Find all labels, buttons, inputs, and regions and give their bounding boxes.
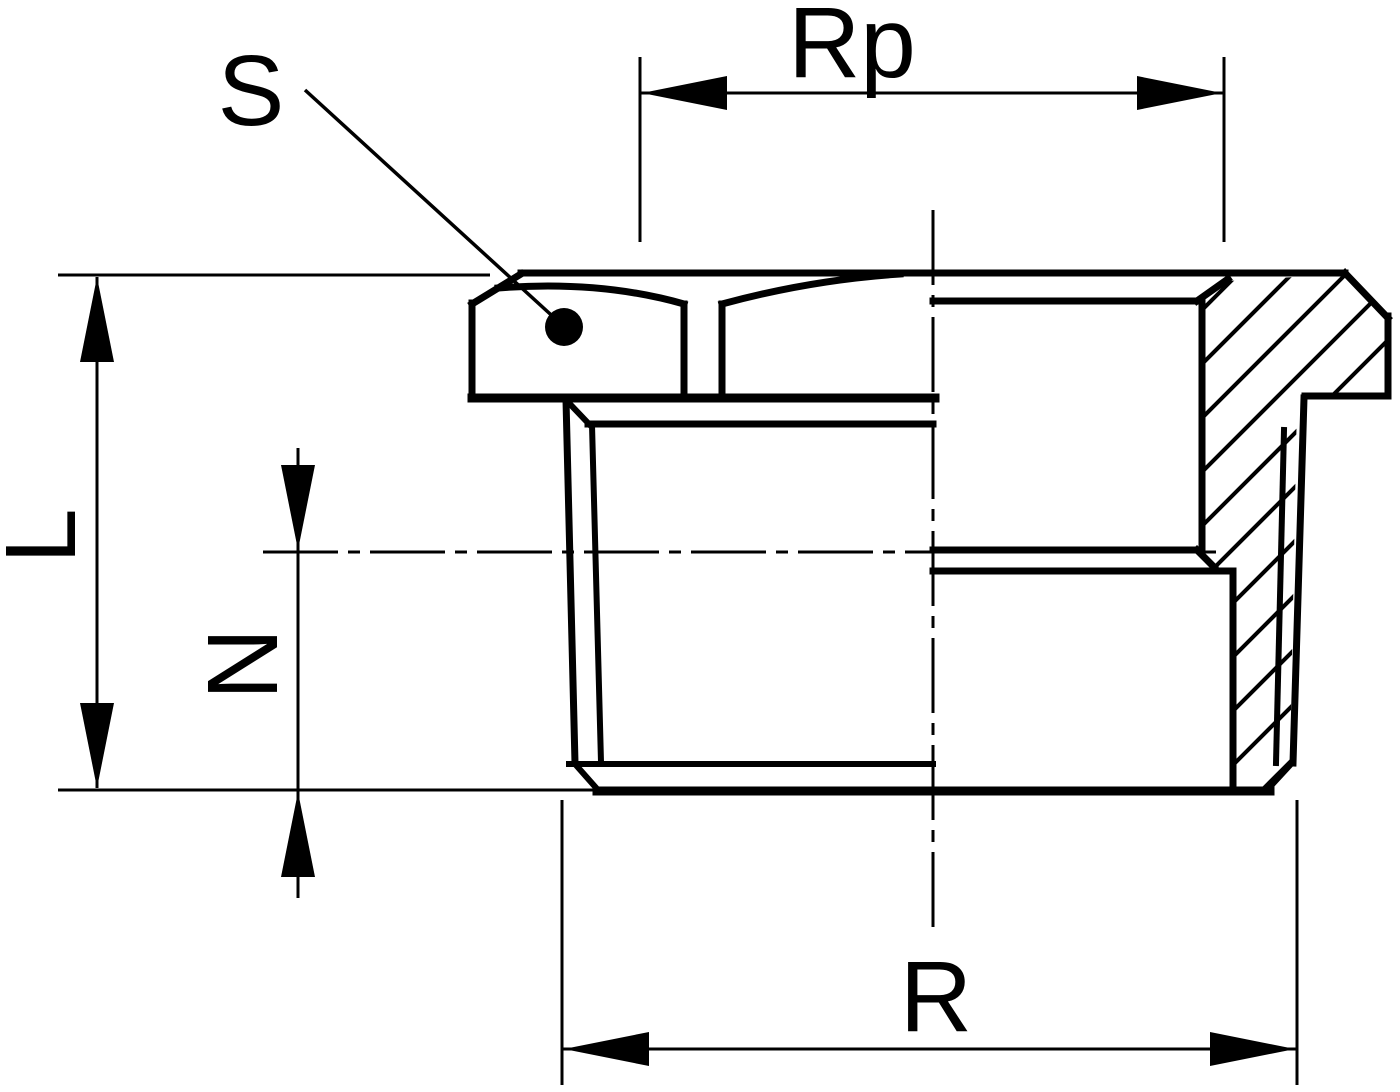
bore-step-chamfer [1192, 545, 1219, 572]
r-arrow-left [564, 1032, 649, 1066]
s-leader-line [303, 88, 562, 325]
label-s: S [218, 35, 285, 147]
dimension-rp: Rp [638, 0, 1226, 242]
male-thread-body-outline [562, 394, 1308, 796]
thread-crest-left [562, 396, 579, 767]
flange-topright-chamfer [1340, 268, 1393, 323]
hatch-line [1199, 274, 1298, 788]
r-arrow-right [1210, 1032, 1295, 1066]
label-s-callout: S [218, 35, 583, 346]
n-arrow-bottom [281, 792, 315, 877]
hatch-line [1199, 274, 1388, 788]
rp-arrow-right [1137, 76, 1222, 110]
hex-flange-outline [467, 268, 1393, 403]
thread-root-left [588, 421, 605, 766]
internal-bore-outline [929, 274, 1237, 793]
thread-chamfer-bottomright [1263, 759, 1296, 794]
thread-root-right [1272, 426, 1288, 767]
s-leader-dot [545, 308, 583, 346]
label-l: L [0, 508, 97, 564]
hex-face-arc-left [494, 282, 689, 309]
dimension-n: N [187, 448, 315, 898]
thread-chamfer-bottomleft [570, 759, 603, 795]
hatch-line [1199, 274, 1244, 788]
label-r: R [900, 941, 972, 1053]
l-arrow-bottom [80, 703, 114, 788]
label-rp: Rp [788, 0, 916, 99]
rp-arrow-left [642, 76, 727, 110]
bore-entry-chamfer [1192, 274, 1233, 306]
thread-crest-right [1289, 394, 1308, 767]
hatch-line [1199, 274, 1352, 788]
hex-face-arc-right [717, 270, 904, 309]
thread-chamfer-topleft [562, 396, 594, 429]
dimension-l: L [0, 273, 600, 792]
hatch-line [1199, 274, 1388, 788]
hatch-line [1199, 274, 1388, 788]
dimension-r: R [560, 800, 1299, 1085]
n-arrow-top [281, 465, 315, 550]
l-arrow-top [80, 277, 114, 362]
label-n: N [187, 628, 299, 700]
